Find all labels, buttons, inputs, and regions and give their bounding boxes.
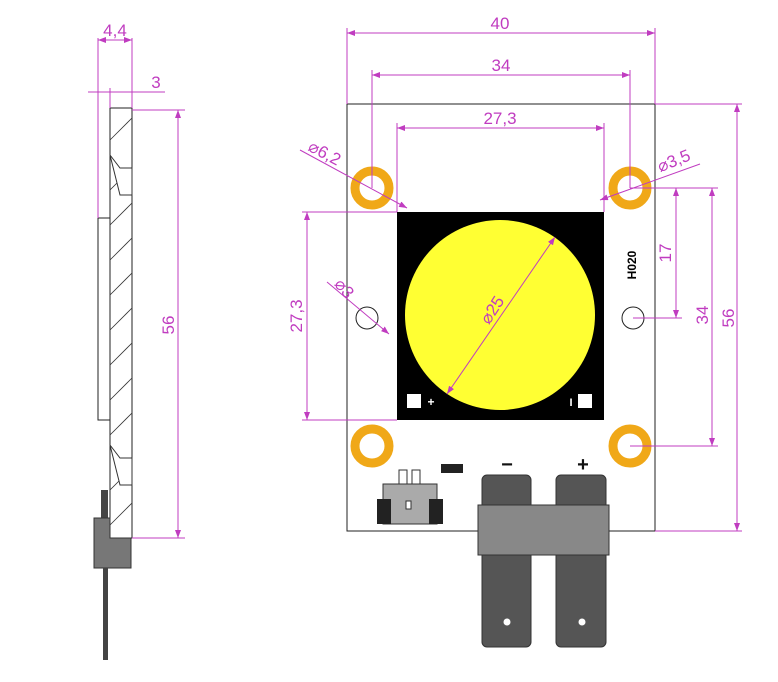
terminal-tab-side [101,490,108,518]
dim-height: 56 [719,309,738,328]
side-view: 4,4 3 56 [88,21,185,660]
led-plus-mark: + [427,395,434,409]
mounting-pads [350,166,652,468]
connector-side [93,517,132,569]
dim-side-height: 56 [159,316,178,335]
led-plate-side [97,217,111,421]
dim-led-width: 27,3 [483,109,516,128]
dim-side-board: 3 [151,73,160,92]
smd-component [441,464,463,473]
pin-side [103,568,108,660]
led-pad-plus [407,394,421,408]
dim-pad-diameter: ⌀6,2 [305,137,344,170]
small-hole-left [355,306,379,330]
dim-side-thickness: 4,4 [103,21,127,40]
dim-width: 40 [491,14,510,33]
dim-hole-spacing-h: 34 [492,56,511,75]
countersink-bottom [109,444,133,486]
dim-hole-diameter: ⌀3,5 [655,146,694,176]
dim-small-hole-offset: 17 [656,244,675,263]
dim-led-height: 27,3 [287,299,306,332]
terminal-minus-label: − [501,454,513,476]
terminal-hole [578,618,586,626]
led-minus-mark: I [569,397,572,409]
dim-hole-spacing-v: 34 [693,306,712,325]
led-pad-minus [578,394,592,408]
terminal-hole [503,618,511,626]
countersink-top [109,154,133,196]
front-view: + I H020 − + [287,14,742,648]
mounting-pad [350,424,394,468]
wire-connector [377,469,443,525]
terminal-plus-label: + [577,454,589,476]
board-code: H020 [625,250,639,279]
terminal-clamp [477,504,610,556]
